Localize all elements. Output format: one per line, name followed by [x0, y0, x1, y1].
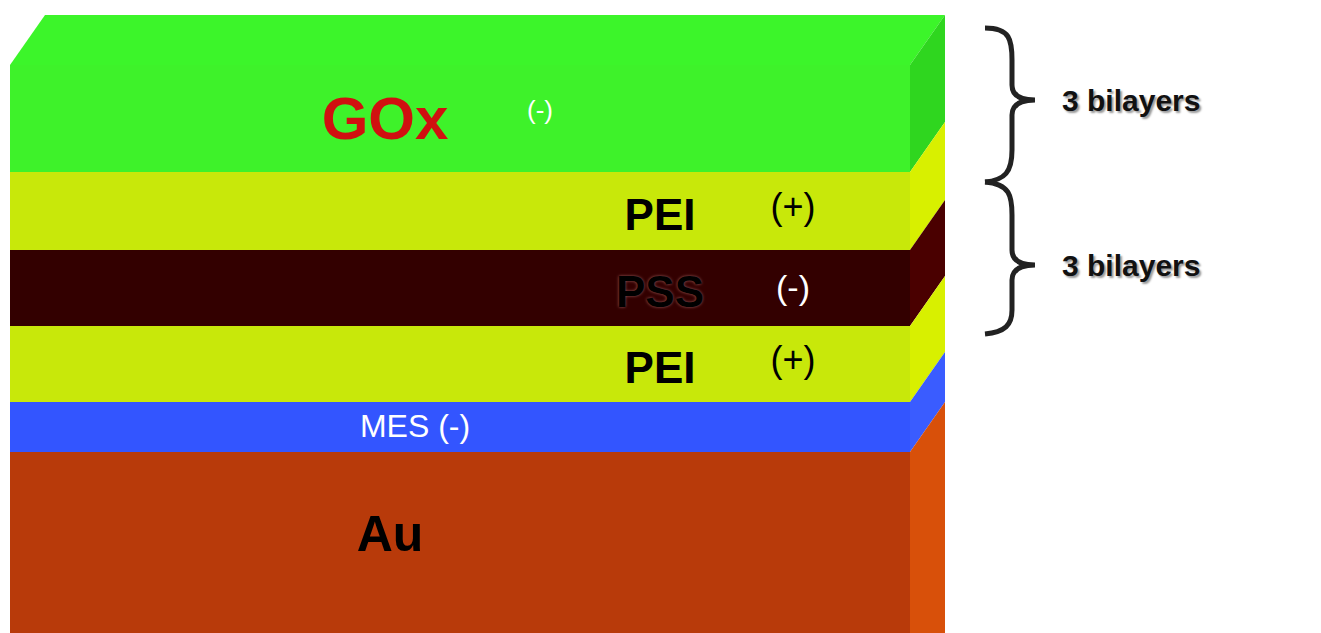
layer-label: (+): [771, 340, 816, 380]
polycation-layer: PEI (+): [10, 326, 910, 402]
layer-label: PEI: [625, 191, 696, 239]
layer-label: PEI: [625, 344, 696, 392]
curly-bracket: [985, 28, 1035, 182]
curly-bracket: [985, 182, 1035, 334]
side-face: [910, 402, 945, 633]
gold-substrate: Au: [10, 452, 910, 633]
bracket-label: 3 bilayers: [1062, 249, 1200, 282]
top-face: [10, 15, 945, 65]
layer-label: GOx: [322, 86, 449, 152]
thiol-layer: MES (-): [10, 402, 910, 452]
enzyme-layer: GOx (-): [10, 65, 910, 172]
polycation-layer: PEI (+): [10, 172, 910, 250]
bracket-label: 3 bilayers: [1062, 84, 1200, 117]
layer-label: PSS: [616, 268, 704, 316]
layer-label: MES (-): [360, 409, 470, 444]
layer-label: (-): [776, 269, 810, 306]
layer-label: (-): [527, 96, 553, 125]
layer-label: Au: [357, 507, 424, 562]
layer-label: (+): [771, 187, 816, 227]
polyanion-layer: PSS (-): [10, 250, 910, 326]
